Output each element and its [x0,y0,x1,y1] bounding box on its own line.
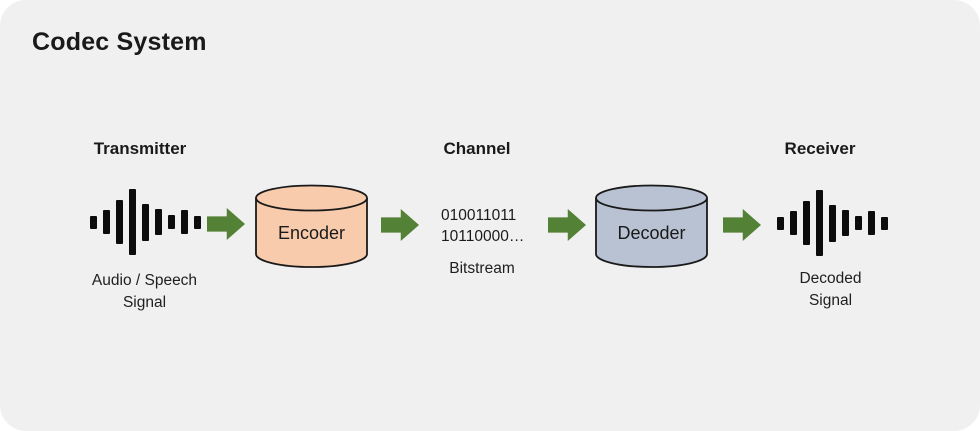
arrow-right-icon [207,208,245,240]
waveform-bar [803,201,810,245]
arrow-right-icon [381,209,419,241]
waveform-bar [103,210,110,234]
encoder-label: Encoder [277,223,346,243]
decoder-block: Decoder [594,184,709,269]
waveform-bar [881,216,888,230]
channel-heading: Channel [443,139,511,158]
receiver-heading: Receiver [784,139,856,158]
waveform-bar [829,204,836,242]
decoded-waveform-icon [777,188,888,258]
waveform-bar [842,210,849,236]
waveform-bar [777,216,784,230]
waveform-bar [116,200,123,244]
decoder-label: Decoder [617,223,686,243]
waveform-bar [790,211,797,235]
arrow-right-icon [723,209,761,241]
waveform-bar [816,190,823,256]
waveform-bar [181,210,188,234]
waveform-bar [155,209,162,235]
receiver-caption: Decoded Signal [799,270,862,309]
waveform-bar [194,215,201,229]
waveform-bar [129,189,136,255]
bitstream-text: 010011011 10110000… [441,207,525,245]
cylinder-shape [255,184,368,268]
encoder-block: Encoder [254,184,369,269]
waveform-bar [855,216,862,230]
audio-waveform-icon [90,187,201,257]
cylinder-shape [595,184,708,268]
waveform-bar [868,211,875,235]
page-title: Codec System [32,28,207,56]
waveform-bar [142,203,149,241]
waveform-bar [90,215,97,229]
bitstream-caption: Bitstream [449,260,515,277]
arrow-right-icon [548,209,586,241]
transmitter-heading: Transmitter [93,139,187,158]
waveform-bar [168,215,175,229]
transmitter-caption: Audio / Speech Signal [91,272,198,311]
